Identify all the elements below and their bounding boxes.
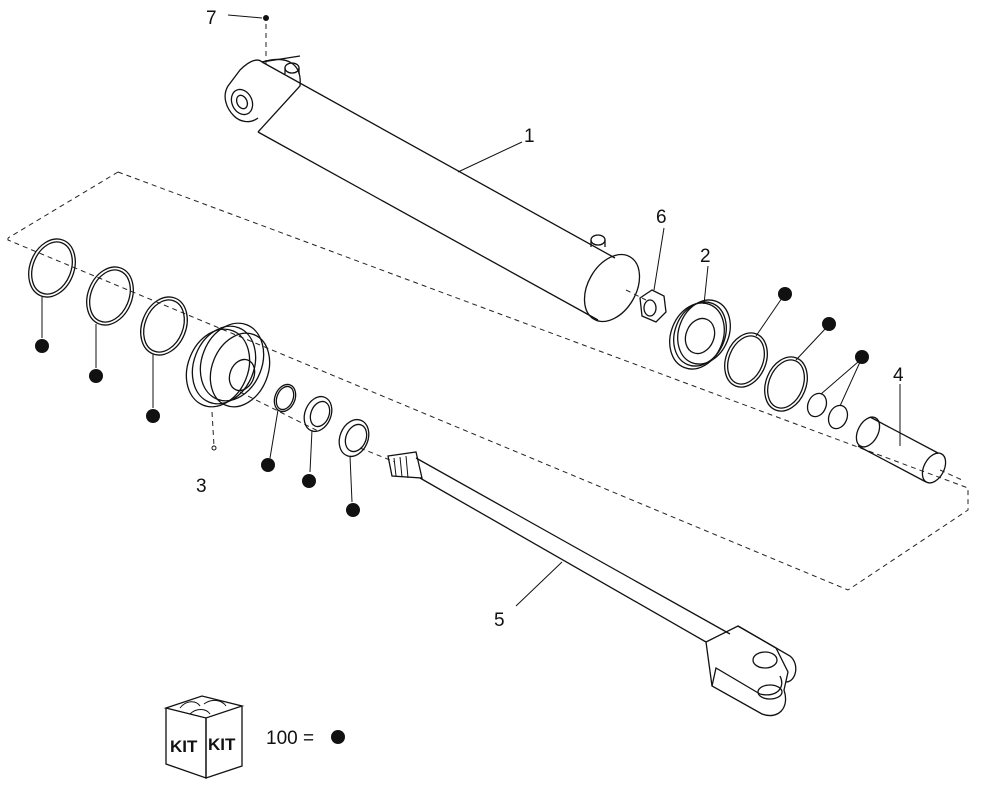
callout-1: 1 (524, 126, 535, 147)
callout-6: 6 (656, 207, 667, 228)
kit-quantity-label: 100 = (266, 728, 314, 749)
o-ring-left-1 (28, 238, 76, 298)
callout-3: 3 (196, 476, 207, 497)
seal-ring-medium (764, 356, 808, 412)
callout-2: 2 (700, 246, 711, 267)
lock-nut (639, 289, 667, 323)
kit-label-left: KIT (170, 737, 198, 756)
kit-boundary-dashed (7, 171, 969, 591)
piston-back-ring (338, 418, 370, 458)
kit-box-icon: KIT KIT (163, 695, 245, 779)
kit-label-right: KIT (208, 735, 236, 754)
piston (185, 322, 271, 451)
seal-ring-large (724, 332, 768, 388)
callout-5: 5 (494, 610, 505, 631)
cylinder-barrel (224, 55, 641, 323)
o-ring-left-3 (140, 296, 188, 356)
gland (669, 299, 731, 370)
spacer-tube (855, 416, 947, 484)
piston-rod (387, 451, 797, 717)
piston-seal-small (273, 383, 297, 413)
callout-7: 7 (206, 8, 217, 29)
callout-4: 4 (893, 365, 904, 386)
kit-marker-dot (331, 730, 345, 744)
o-ring-left-2 (86, 266, 134, 326)
fitting-7 (227, 14, 269, 64)
piston-wear-ring (303, 395, 333, 433)
